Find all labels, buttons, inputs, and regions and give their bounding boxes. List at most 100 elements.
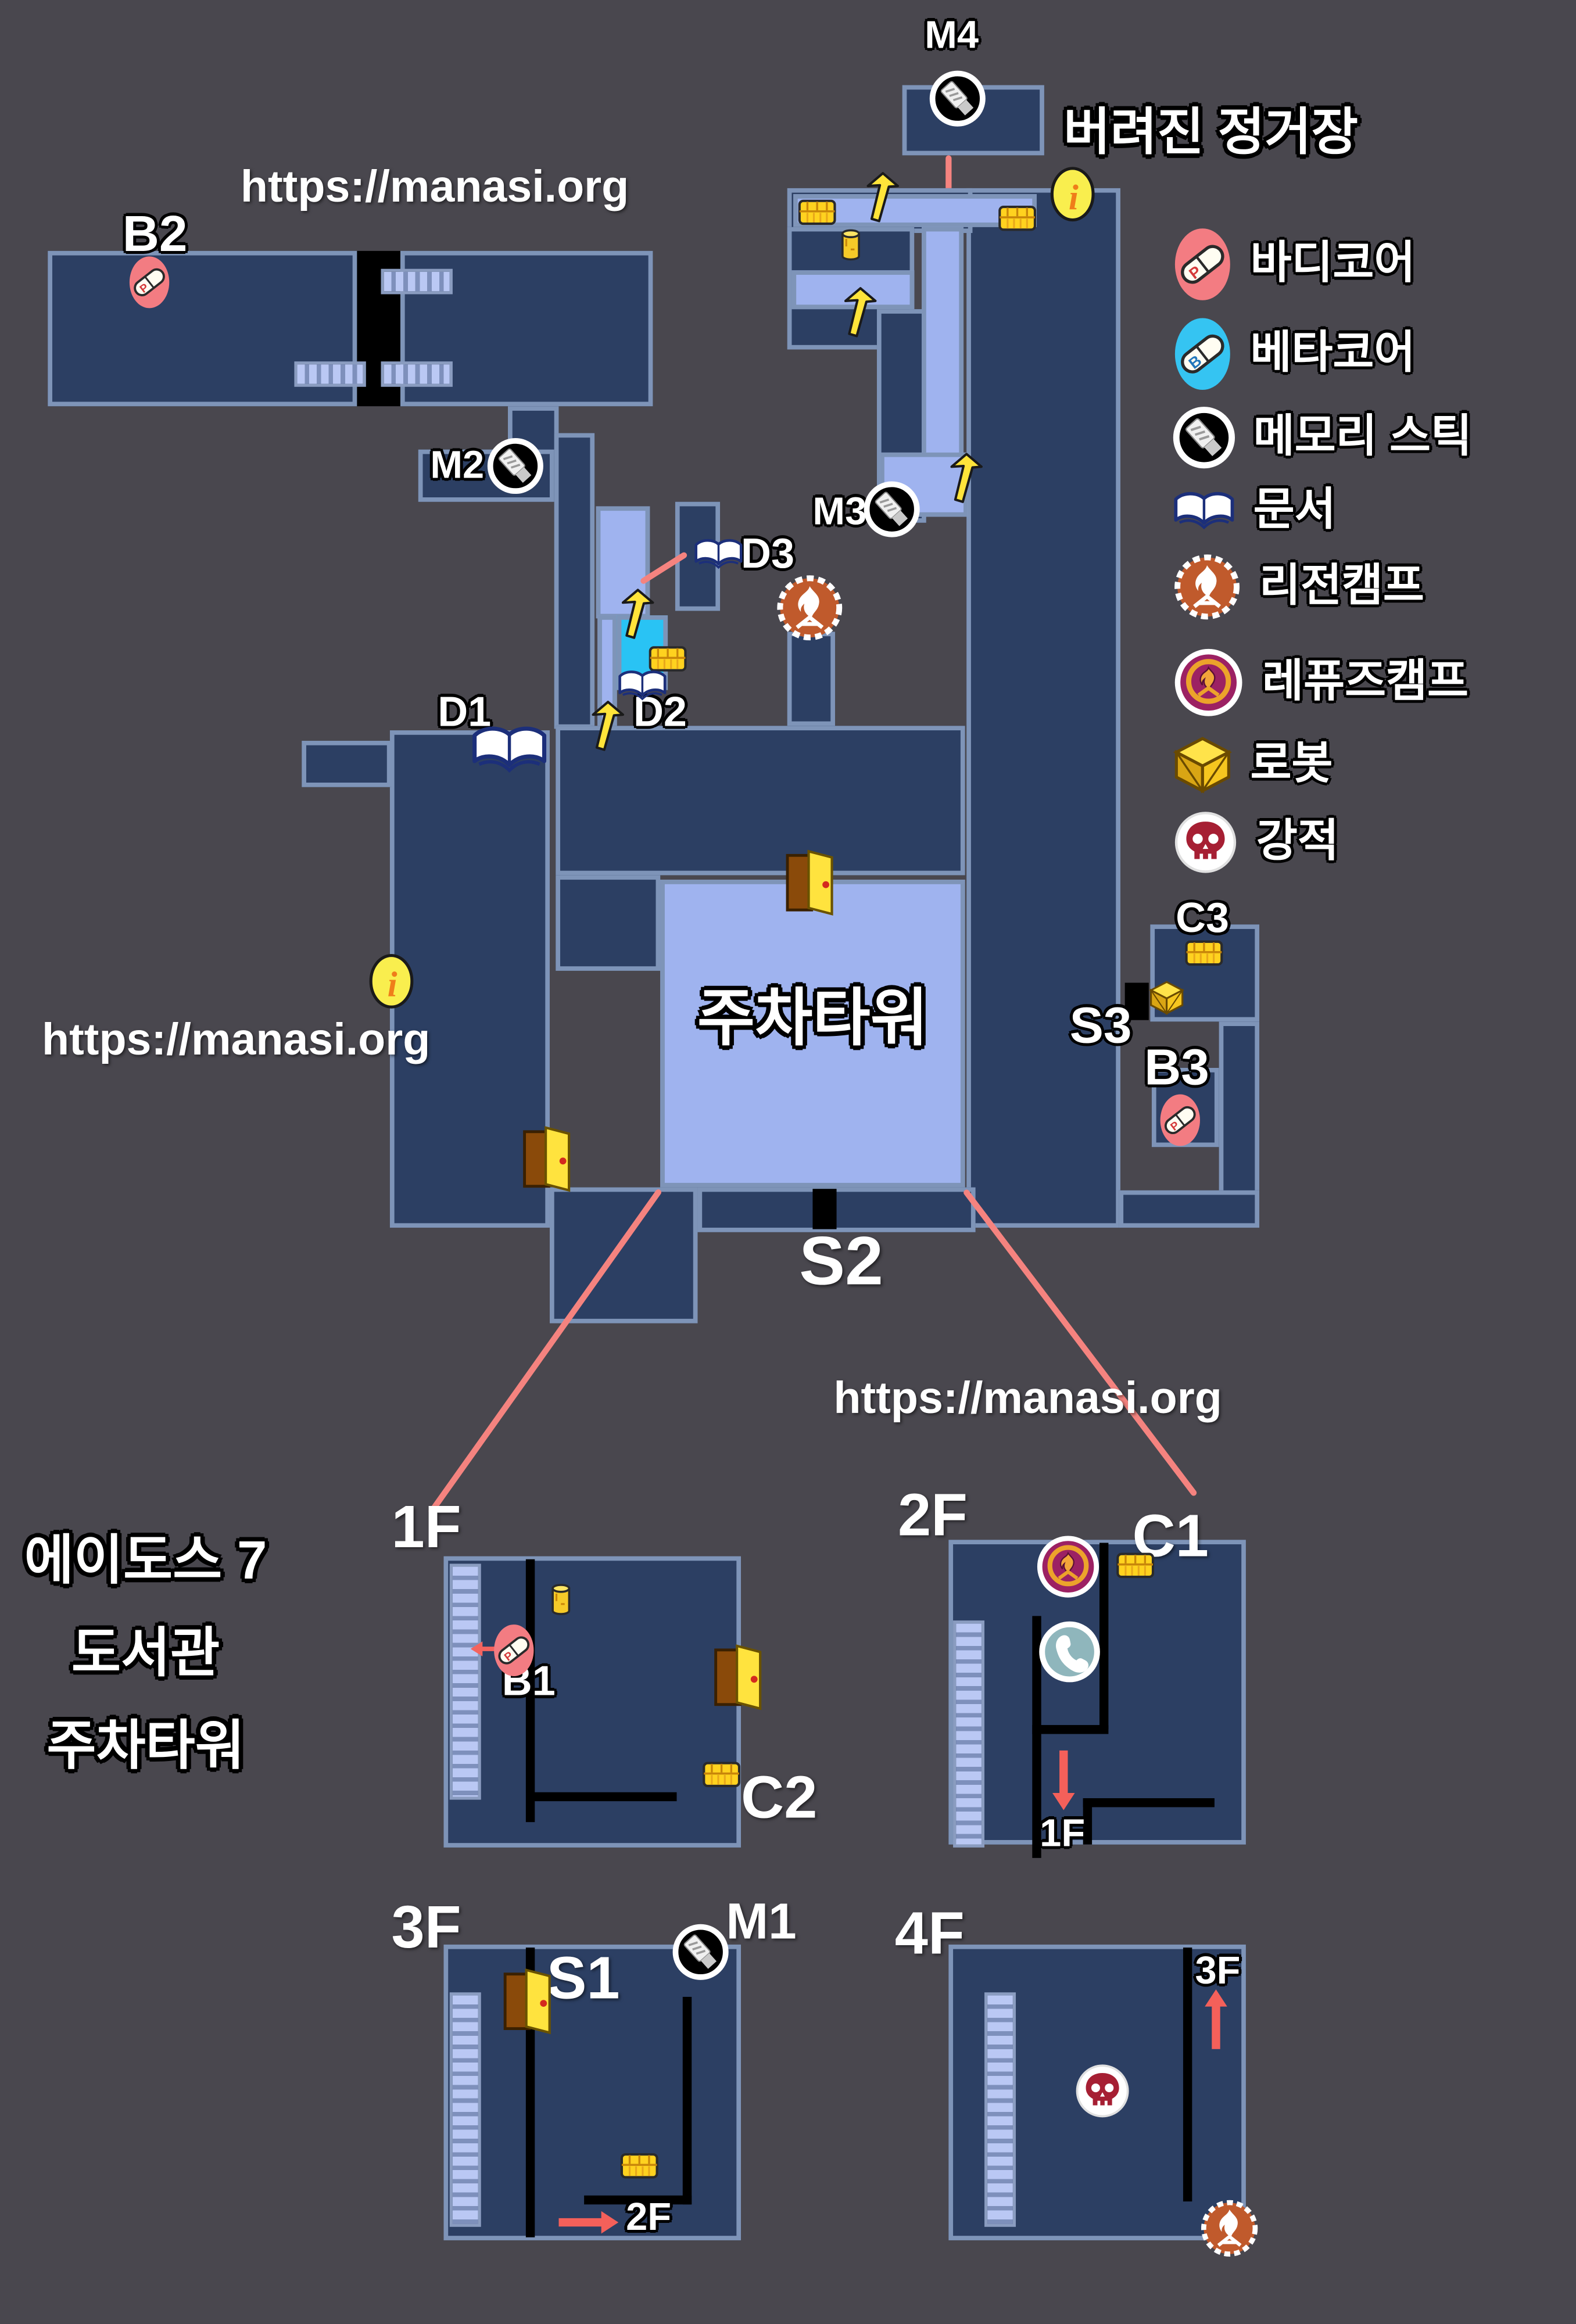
arrow-down-icon xyxy=(1052,1748,1076,1813)
map-room xyxy=(556,875,661,971)
wall xyxy=(1083,1798,1093,1845)
money-can-icon xyxy=(549,1583,572,1616)
treasure-chest-icon xyxy=(1116,1549,1155,1579)
info-icon xyxy=(369,953,414,1010)
parking-tower-label: 주차타워 xyxy=(697,982,929,1053)
map-room xyxy=(554,433,595,729)
treasure-chest-icon xyxy=(620,2149,659,2179)
payphone-icon xyxy=(1038,1620,1101,1683)
stairs xyxy=(294,361,366,387)
treasure-chest-icon xyxy=(1185,937,1224,966)
wall-s3-gap xyxy=(1124,982,1149,1020)
arrow-right-icon xyxy=(556,2211,621,2235)
floor-label-2f: 2F xyxy=(897,1483,968,1549)
refuge-camp-icon xyxy=(1035,1534,1101,1599)
body-core-icon xyxy=(1159,1093,1201,1147)
marker-label-d1: D1 xyxy=(438,688,492,735)
marker-label-m2: M2 xyxy=(430,442,485,487)
arrow-up-icon xyxy=(1204,1986,1228,2052)
stairs xyxy=(953,1620,985,1848)
legend-label: 메모리 스틱 xyxy=(1253,413,1472,462)
wall xyxy=(1083,1798,1215,1807)
floor-nav-to-3f: 3F xyxy=(1195,1948,1241,1993)
legion-camp-icon xyxy=(775,573,844,642)
pickaxe-arrow-icon xyxy=(862,172,901,226)
treasure-chest-icon xyxy=(702,1758,741,1788)
wall xyxy=(1032,1725,1109,1734)
marker-label-m3: M3 xyxy=(812,488,867,533)
document-icon xyxy=(1173,490,1235,532)
marker-label-d2: D2 xyxy=(633,688,687,735)
map-corridor xyxy=(791,270,915,310)
robot-icon xyxy=(1149,980,1185,1016)
legend-label: 문서 xyxy=(1253,486,1336,535)
strong-enemy-icon xyxy=(1074,2063,1131,2119)
wall xyxy=(532,1792,677,1802)
legend-label: 레퓨즈캠프 xyxy=(1262,657,1468,707)
stairs xyxy=(381,268,453,295)
map-room xyxy=(787,632,835,726)
wall xyxy=(1032,1616,1041,1858)
floor-label-4f: 4F xyxy=(894,1901,965,1967)
legend-item: 베타코어 xyxy=(1173,317,1415,392)
legion-camp-icon xyxy=(1173,553,1241,621)
legend-item: 문서 xyxy=(1173,474,1336,548)
document-icon xyxy=(617,669,668,702)
marker-label-m4: M4 xyxy=(925,12,979,57)
marker-label-s3: S3 xyxy=(1069,998,1132,1055)
door-icon xyxy=(520,1125,574,1193)
watermark: https://manasi.org xyxy=(41,1016,431,1065)
legend-label: 베타코어 xyxy=(1250,329,1416,379)
pickaxe-arrow-icon xyxy=(840,287,879,341)
pickaxe-arrow-icon xyxy=(617,589,656,643)
stairs xyxy=(449,1992,481,2227)
beta-core-icon xyxy=(1173,317,1233,392)
legend-item: 로봇 xyxy=(1173,727,1333,802)
marker-label-b2: B2 xyxy=(122,206,188,263)
document-icon xyxy=(471,725,549,775)
legend-item: 메모리 스틱 xyxy=(1173,400,1472,475)
body-core-icon xyxy=(1173,227,1233,302)
connector-line xyxy=(962,1188,1198,1497)
map-room-station-column xyxy=(966,188,1120,1228)
treasure-chest-icon xyxy=(798,196,837,225)
wall xyxy=(525,1559,535,1823)
connector-line xyxy=(428,1188,662,1516)
legend-label: 로봇 xyxy=(1250,740,1333,789)
stairs xyxy=(449,1563,481,1800)
marker-label-c2: C2 xyxy=(741,1765,818,1831)
map-room xyxy=(549,1187,698,1324)
location-line1: 에이도스 7 xyxy=(24,1529,267,1591)
legend-item: 레퓨즈캠프 xyxy=(1173,645,1468,720)
watermark: https://manasi.org xyxy=(833,1373,1222,1423)
legion-camp-icon xyxy=(1199,2199,1259,2258)
map-room xyxy=(697,1187,976,1232)
map-room xyxy=(302,741,392,787)
legend-item: 강적 xyxy=(1173,805,1339,880)
floor-nav-to-1f: 1F xyxy=(1040,1810,1086,1855)
wall xyxy=(1099,1543,1109,1730)
memory-stick-icon xyxy=(487,437,544,494)
marker-label-c3: C3 xyxy=(1176,894,1230,941)
stairs xyxy=(984,1992,1016,2227)
memory-stick-icon xyxy=(672,1924,729,1981)
arrow-left-icon xyxy=(469,1640,511,1658)
map-floor-1f xyxy=(443,1556,742,1848)
floor-label-1f: 1F xyxy=(391,1495,461,1561)
treasure-chest-icon xyxy=(649,642,687,672)
body-core-icon xyxy=(493,1623,535,1677)
refuge-camp-icon xyxy=(1173,647,1244,718)
memory-stick-icon xyxy=(864,481,920,538)
map-room-left-building xyxy=(389,730,550,1228)
marker-label-b3: B3 xyxy=(1144,1039,1209,1096)
marker-label-s1: S1 xyxy=(546,1946,620,2012)
page-title: 버려진 정거장 xyxy=(1063,104,1359,162)
wall xyxy=(584,2195,692,2205)
robot-icon xyxy=(1173,735,1233,795)
legend-item: 리전캠프 xyxy=(1173,550,1424,625)
memory-stick-icon xyxy=(1173,406,1235,469)
map-floor-2f xyxy=(948,1540,1246,1845)
legend-item: 바디코어 xyxy=(1173,227,1415,302)
stairs xyxy=(381,361,453,387)
